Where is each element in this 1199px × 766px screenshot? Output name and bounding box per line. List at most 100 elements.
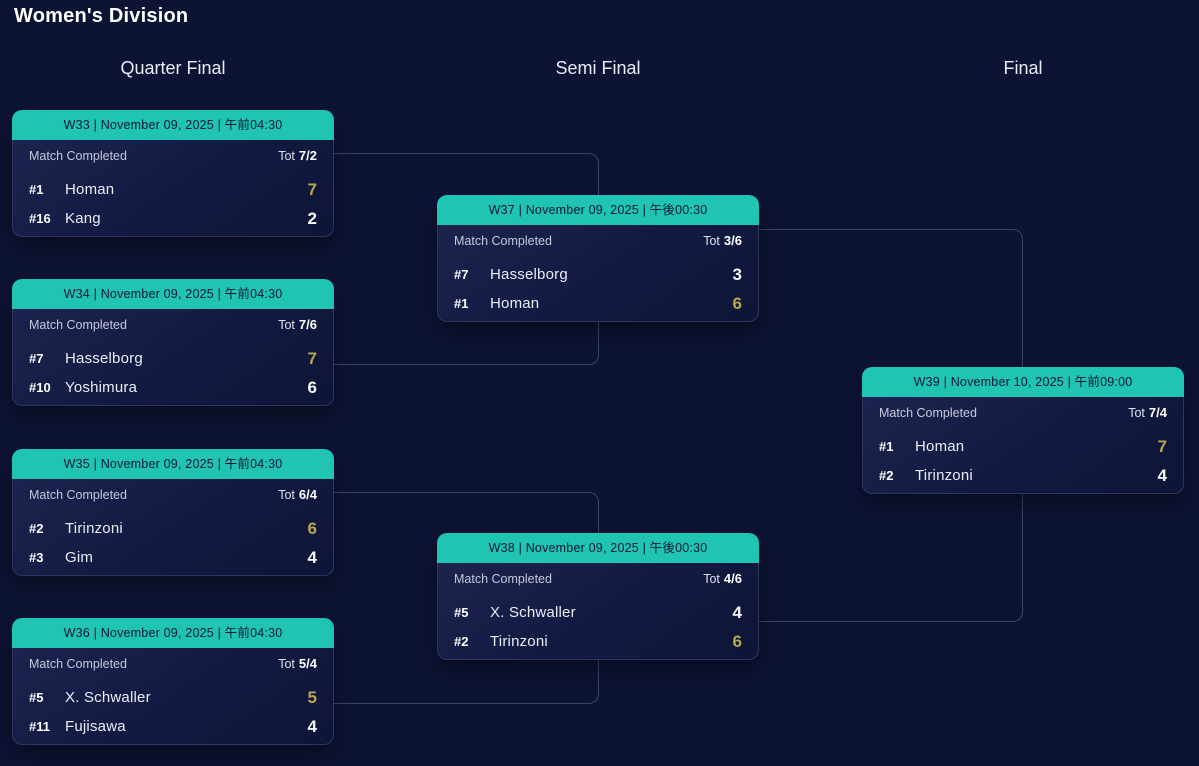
team-score: 6 (732, 293, 742, 313)
team-row: #5 X. Schwaller 5 (29, 683, 317, 712)
team-row: #1 Homan 7 (29, 175, 317, 204)
team-row: #1 Homan 7 (879, 432, 1167, 461)
team-row: #7 Hasselborg 7 (29, 344, 317, 373)
team-name: Hasselborg (65, 350, 143, 367)
match-card-w35[interactable]: W35 | November 09, 2025 | 午前04:30 Match … (12, 449, 334, 576)
team-score: 6 (732, 631, 742, 651)
match-header: W33 | November 09, 2025 | 午前04:30 (12, 110, 334, 140)
match-card-w38[interactable]: W38 | November 09, 2025 | 午後00:30 Match … (437, 533, 759, 660)
total-value: 7/2 (298, 148, 317, 163)
total-value: 4/6 (723, 571, 742, 586)
team-seed: #11 (29, 719, 50, 734)
total-label: Tot (278, 488, 295, 502)
total-label: Tot (278, 657, 295, 671)
team-row: #16 Kang 2 (29, 204, 317, 233)
match-card-w39[interactable]: W39 | November 10, 2025 | 午前09:00 Match … (862, 367, 1184, 494)
team-score: 4 (307, 716, 317, 736)
match-card-w37[interactable]: W37 | November 09, 2025 | 午後00:30 Match … (437, 195, 759, 322)
match-card-w34[interactable]: W34 | November 09, 2025 | 午前04:30 Match … (12, 279, 334, 406)
team-row: #10 Yoshimura 6 (29, 373, 317, 402)
match-card-w36[interactable]: W36 | November 09, 2025 | 午前04:30 Match … (12, 618, 334, 745)
team-row: #1 Homan 6 (454, 289, 742, 318)
total-value: 7/6 (298, 317, 317, 332)
team-score: 4 (307, 547, 317, 567)
match-status: Match Completed (29, 488, 127, 502)
team-name: Fujisawa (65, 718, 126, 735)
team-name: Hasselborg (490, 266, 568, 283)
team-seed: #2 (29, 521, 44, 536)
match-status: Match Completed (454, 572, 552, 586)
total-value: 7/4 (1148, 405, 1167, 420)
team-name: Homan (915, 438, 965, 455)
team-row: #7 Hasselborg 3 (454, 260, 742, 289)
team-score: 4 (1157, 465, 1167, 485)
team-row: #5 X. Schwaller 4 (454, 598, 742, 627)
team-name: Homan (490, 295, 540, 312)
team-name: Kang (65, 210, 101, 227)
team-score: 6 (307, 518, 317, 538)
team-seed: #16 (29, 211, 51, 226)
match-header: W34 | November 09, 2025 | 午前04:30 (12, 279, 334, 309)
team-name: Homan (65, 181, 115, 198)
team-score: 7 (307, 348, 317, 368)
match-header: W35 | November 09, 2025 | 午前04:30 (12, 449, 334, 479)
total-label: Tot (278, 149, 295, 163)
total-label: Tot (703, 234, 720, 248)
team-row: #2 Tirinzoni 6 (454, 627, 742, 656)
team-name: Yoshimura (65, 379, 138, 396)
round-label-semi-final: Semi Final (555, 58, 641, 78)
team-row: #11 Fujisawa 4 (29, 712, 317, 741)
team-seed: #1 (454, 296, 469, 311)
match-status: Match Completed (29, 149, 127, 163)
team-name: X. Schwaller (490, 604, 576, 621)
round-label-quarter-final: Quarter Final (120, 58, 226, 78)
team-score: 6 (307, 377, 317, 397)
team-name: Tirinzoni (65, 520, 123, 537)
match-header: W38 | November 09, 2025 | 午後00:30 (437, 533, 759, 563)
match-status: Match Completed (29, 657, 127, 671)
team-name: X. Schwaller (65, 689, 151, 706)
match-status: Match Completed (29, 318, 127, 332)
total-label: Tot (1128, 406, 1145, 420)
team-seed: #7 (454, 267, 469, 282)
match-header: W39 | November 10, 2025 | 午前09:00 (862, 367, 1184, 397)
team-row: #2 Tirinzoni 6 (29, 514, 317, 543)
team-name: Gim (65, 549, 94, 566)
total-value: 3/6 (723, 233, 742, 248)
team-score: 7 (1157, 436, 1167, 456)
match-status: Match Completed (454, 234, 552, 248)
team-seed: #10 (29, 380, 51, 395)
team-seed: #1 (879, 439, 894, 454)
match-card-w33[interactable]: W33 | November 09, 2025 | 午前04:30 Match … (12, 110, 334, 237)
team-seed: #3 (29, 550, 44, 565)
team-seed: #5 (29, 690, 44, 705)
team-name: Tirinzoni (490, 633, 548, 650)
match-header: W37 | November 09, 2025 | 午後00:30 (437, 195, 759, 225)
round-label-final: Final (1003, 58, 1043, 78)
total-value: 6/4 (298, 487, 317, 502)
match-status: Match Completed (879, 406, 977, 420)
total-label: Tot (703, 572, 720, 586)
match-header: W36 | November 09, 2025 | 午前04:30 (12, 618, 334, 648)
